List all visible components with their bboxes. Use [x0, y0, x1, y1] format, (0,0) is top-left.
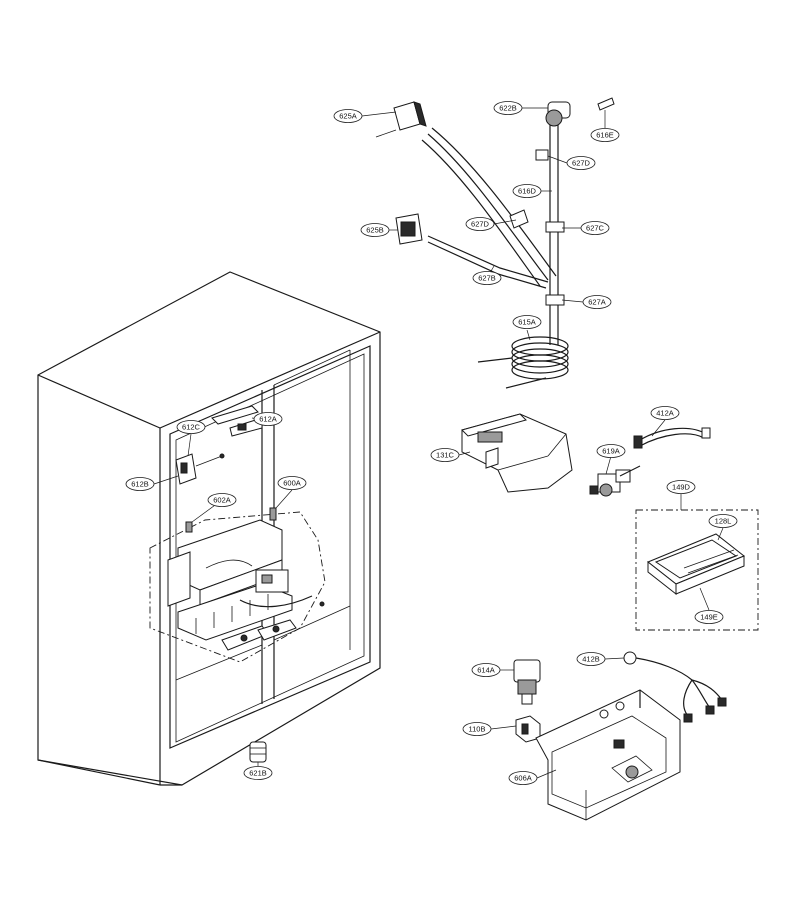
callout-625b: 625B: [360, 223, 390, 237]
callout-110b: 110B: [462, 722, 492, 736]
callout-619a: 619A: [596, 444, 626, 458]
callout-627a: 627A: [582, 295, 612, 309]
callout-615a: 615A: [512, 315, 542, 329]
svg-text:128L: 128L: [715, 517, 732, 526]
svg-text:600A: 600A: [283, 479, 301, 488]
svg-text:622B: 622B: [499, 104, 517, 113]
ice-maker-assembly: [149, 405, 326, 663]
svg-text:612B: 612B: [131, 480, 149, 489]
fitting-621b: [249, 741, 267, 763]
svg-text:606A: 606A: [514, 774, 532, 783]
callout-606a: 606A: [508, 771, 538, 785]
svg-text:625A: 625A: [339, 112, 357, 121]
svg-text:627D: 627D: [471, 220, 490, 229]
callout-627c: 627C: [580, 221, 610, 235]
callout-131c: 131C: [430, 448, 460, 462]
svg-text:149E: 149E: [700, 613, 718, 622]
callout-149e: 149E: [694, 610, 724, 624]
svg-text:149D: 149D: [672, 483, 691, 492]
svg-text:627B: 627B: [478, 274, 496, 283]
callout-600a: 600A: [277, 476, 307, 490]
callout-621b: 621B: [243, 766, 273, 780]
svg-text:627C: 627C: [586, 224, 605, 233]
callout-616d: 616D: [512, 184, 542, 198]
callout-627b: 627B: [472, 271, 502, 285]
cover-assembly-149d: [635, 509, 759, 631]
svg-text:614A: 614A: [477, 666, 495, 675]
svg-text:602A: 602A: [213, 496, 231, 505]
dispenser-frame-606a: [535, 689, 681, 821]
svg-text:131C: 131C: [436, 451, 455, 460]
water-tube-assembly: [375, 97, 615, 389]
svg-text:412B: 412B: [582, 655, 600, 664]
svg-text:627A: 627A: [588, 298, 606, 307]
ice-chute-131c: [461, 413, 573, 493]
refrigerator-cabinet: [37, 271, 381, 786]
callout-412b: 412B: [576, 652, 606, 666]
callout-614a: 614A: [471, 663, 501, 677]
callout-622b: 622B: [493, 101, 523, 115]
svg-text:110B: 110B: [469, 725, 486, 734]
callout-412a: 412A: [650, 406, 680, 420]
callout-128l: 128L: [708, 514, 738, 528]
water-valve-619a: [589, 465, 641, 497]
callout-602a: 602A: [207, 493, 237, 507]
callout-627d-top: 627D: [566, 156, 596, 170]
wire-harness-412b: [623, 651, 727, 723]
svg-text:621B: 621B: [249, 769, 267, 778]
callout-625a: 625A: [333, 109, 363, 123]
svg-text:625B: 625B: [366, 226, 384, 235]
svg-text:627D: 627D: [572, 159, 591, 168]
svg-text:612A: 612A: [259, 415, 277, 424]
solenoid-614a: [513, 659, 541, 705]
callout-627d-mid: 627D: [465, 217, 495, 231]
svg-text:615A: 615A: [518, 318, 536, 327]
callout-612c: 612C: [176, 420, 206, 434]
svg-text:612C: 612C: [182, 423, 201, 432]
wire-harness-412a: [633, 427, 711, 449]
callout-612a: 612A: [253, 412, 283, 426]
callout-616e: 616E: [590, 128, 620, 142]
svg-text:412A: 412A: [656, 409, 674, 418]
callout-149d: 149D: [666, 480, 696, 494]
svg-text:619A: 619A: [602, 447, 620, 456]
svg-text:616D: 616D: [518, 187, 537, 196]
svg-text:616E: 616E: [596, 131, 614, 140]
callout-612b: 612B: [125, 477, 155, 491]
